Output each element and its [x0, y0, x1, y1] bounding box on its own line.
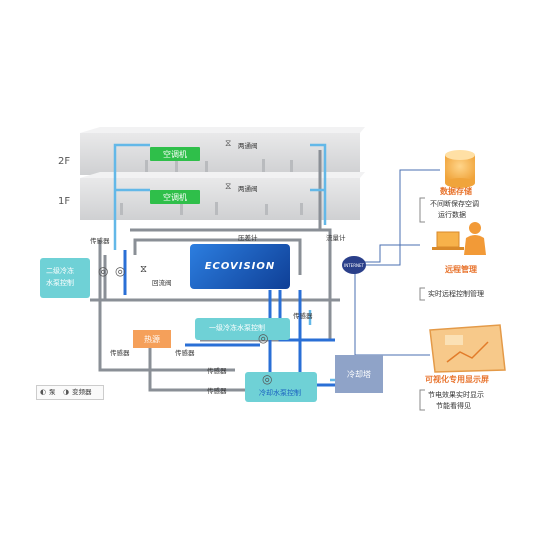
storage-desc-2: 运行数据 [438, 211, 466, 219]
remote-desc: 实时远程控制管理 [428, 290, 484, 298]
return-valve-icon: ⧖ [140, 264, 148, 275]
legend: ◐ 泵 ◑ 变频器 [36, 385, 104, 400]
light-blue-pipes [113, 143, 355, 382]
two-way-valve-2f-label: 两通阀 [238, 142, 258, 150]
ahu-1f: 空调机 [150, 190, 200, 204]
remote-title: 远程管理 [445, 265, 477, 274]
display-screen-icon [429, 324, 506, 373]
secondary-pump-line2: 水泵控制 [46, 279, 74, 287]
cooling-tower-box: 冷却塔 [335, 355, 383, 393]
display-desc-1: 节电效果实时显示 [428, 391, 484, 399]
panel-brackets [419, 197, 425, 411]
pump-icon-4: ◎ [262, 372, 273, 386]
flow-meter-label: 流量计 [326, 234, 346, 242]
display-title: 可视化专用显示屏 [425, 375, 489, 384]
secondary-pump-control-box: 二级冷冻 水泵控制 [40, 258, 90, 298]
floor-2-label: 2F [58, 156, 71, 167]
pump-legend-icon: ◐ [40, 388, 47, 396]
people-silhouettes [120, 158, 303, 215]
legend-pump: 泵 [49, 388, 56, 396]
sensor-label-heat: 传感器 [175, 349, 195, 357]
ahu-2f: 空调机 [150, 147, 200, 161]
return-valve-label: 回流阀 [152, 279, 172, 287]
sensor-label-left: 传感器 [90, 237, 110, 245]
valve-2f-icon: ⧖ [225, 139, 232, 149]
floor-2-slab [80, 127, 365, 175]
floor-1-label: 1F [58, 196, 71, 207]
cooling-pump-label: 冷却水泵控制 [259, 389, 301, 397]
sensor-label-bottom: 传感器 [207, 367, 227, 375]
inverter-legend-icon: ◑ [63, 388, 70, 396]
sensor-label-left2: 传感器 [110, 349, 130, 357]
storage-title: 数据存储 [440, 187, 472, 196]
sensor-label-bottom2: 传感器 [207, 387, 227, 395]
remote-operator-icon [432, 222, 486, 255]
two-way-valve-1f-label: 两通阀 [238, 185, 258, 193]
ecovision-controller: ECOVISION [190, 244, 290, 289]
storage-cylinder-icon [445, 150, 475, 188]
display-desc-2: 节能看得见 [436, 402, 471, 410]
network-globe: INTERNET [342, 256, 366, 274]
valve-1f-icon: ⧖ [225, 182, 232, 192]
pump-icon-3: ◎ [258, 331, 269, 345]
sensor-label-mid: 传感器 [293, 312, 313, 320]
pressure-gauge-label: 压差计 [238, 234, 258, 242]
legend-inverter: 变频器 [72, 388, 92, 396]
pump-icon-2: ◎ [115, 264, 126, 278]
primary-pump-label: 一级冷冻水泵控制 [209, 324, 265, 332]
primary-pump-control-box: 一级冷冻水泵控制 [195, 318, 290, 340]
pump-icon-1: ◎ [98, 264, 109, 278]
network-links [354, 169, 440, 356]
cooling-pump-control-box: 冷却水泵控制 [245, 372, 317, 402]
secondary-pump-line1: 二级冷冻 [46, 267, 74, 275]
storage-desc-1: 不间断保存空调 [430, 200, 479, 208]
heat-source-box: 热源 [133, 330, 171, 348]
floor-1-slab [80, 172, 365, 220]
